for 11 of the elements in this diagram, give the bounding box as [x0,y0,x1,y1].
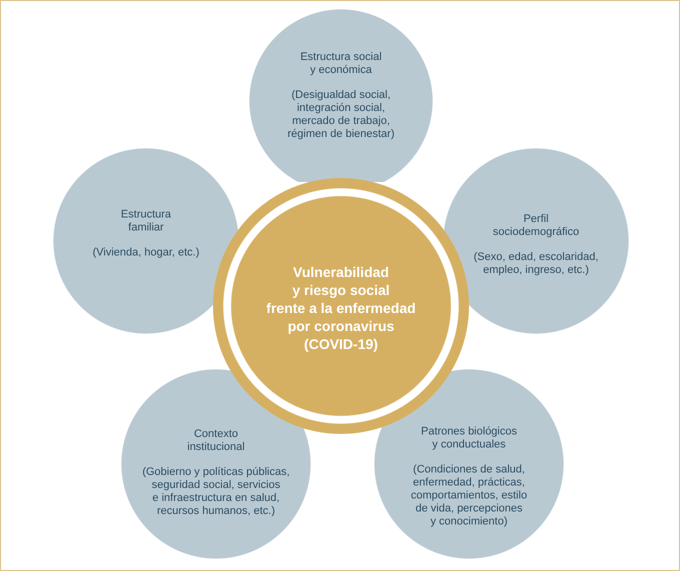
circle-heading: Patrones biológicos y conductuales [420,426,518,452]
circle-description: (Vivienda, hogar, etc.) [92,246,200,260]
circle-description: (Condiciones de salud, enfermedad, prácticas, comportamientos, estilo de vida, percepciones y conocimiento) [410,464,528,528]
circle-description: (Gobierno y políticas públicas, seguridad social, servicios e infraestructura en salud, recursos humanos, etc.) [141,466,291,518]
circle-description: (Sexo, edad, escolaridad, empleo, ingreso, etc.) [472,251,600,277]
circle-description: (Desigualdad social, integración social, mercado de trabajo, régimen de bienestar) [286,89,396,141]
circle-heading: Estructura social y económica [299,51,383,77]
circle-heading: Contexto institucional [186,428,246,454]
circle-heading: Estructura familiar [120,208,172,234]
circle-heading: Perfil sociodemográfico [492,213,580,239]
central-title: Vulnerabilidad y riesgo social frente a la enfermedad por coronavirus (COVID-19) [265,263,417,353]
